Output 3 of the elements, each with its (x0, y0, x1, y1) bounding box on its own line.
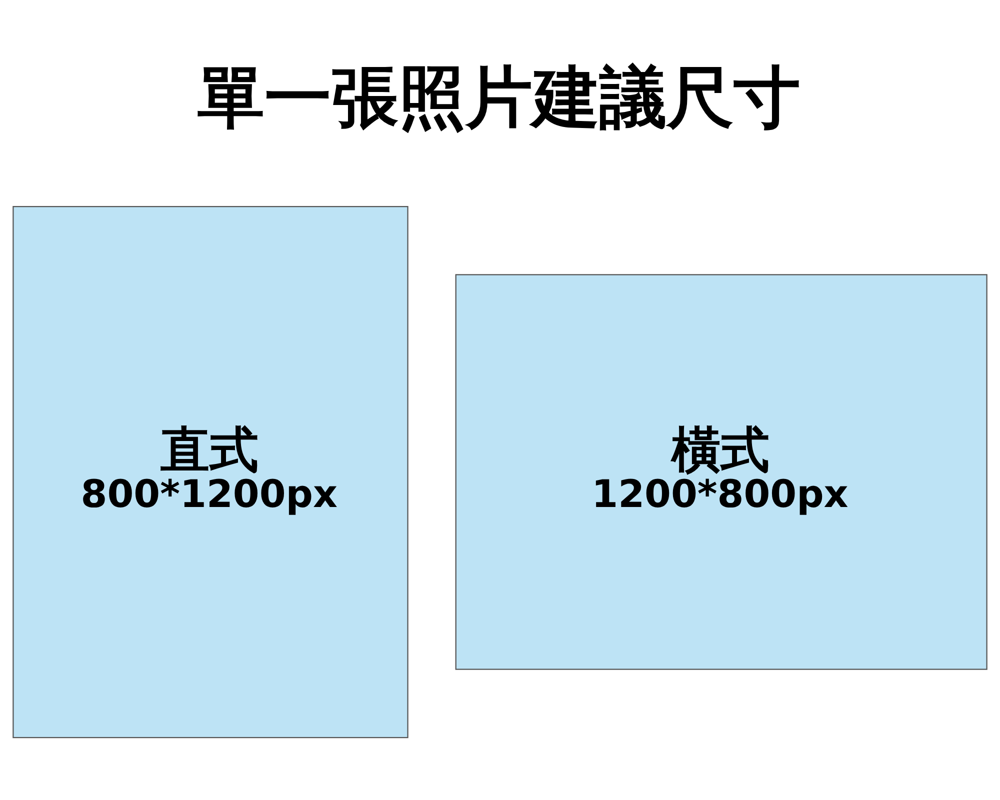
node-box: 橫式 1200*800px (455, 274, 988, 670)
node-box: 直式 800*1200px (12, 206, 408, 738)
diagram-title: 單一張照片建議尺寸 (198, 58, 801, 136)
